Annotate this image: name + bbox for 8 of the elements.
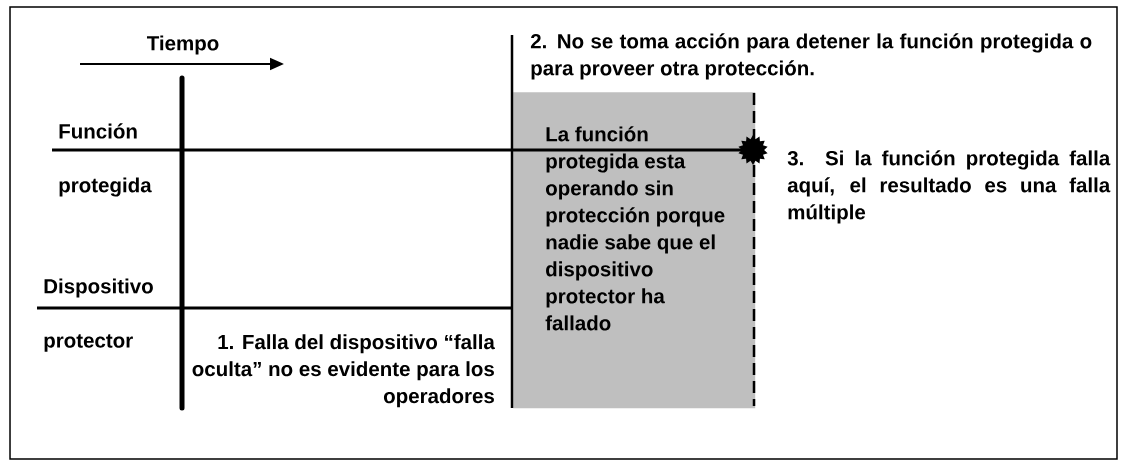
axis-title: Tiempo <box>147 35 219 55</box>
unprotected-period-band: La función protegida esta operando sin protección porque nadie sabe que el dispositivo protector ha fallado <box>513 92 756 409</box>
row-label: protegida <box>59 177 152 197</box>
row-label: Función <box>59 123 137 139</box>
row-label: Dispositivo <box>44 278 153 298</box>
annotation-text: 3. Si la función protegida falla aquí, el resultado es una falla múltiple <box>787 150 1111 224</box>
row-label: protector <box>44 334 133 352</box>
node-label: La función protegida esta operando sin protección porque nadie sabe que el dispositivo protector ha fallado <box>545 126 725 331</box>
